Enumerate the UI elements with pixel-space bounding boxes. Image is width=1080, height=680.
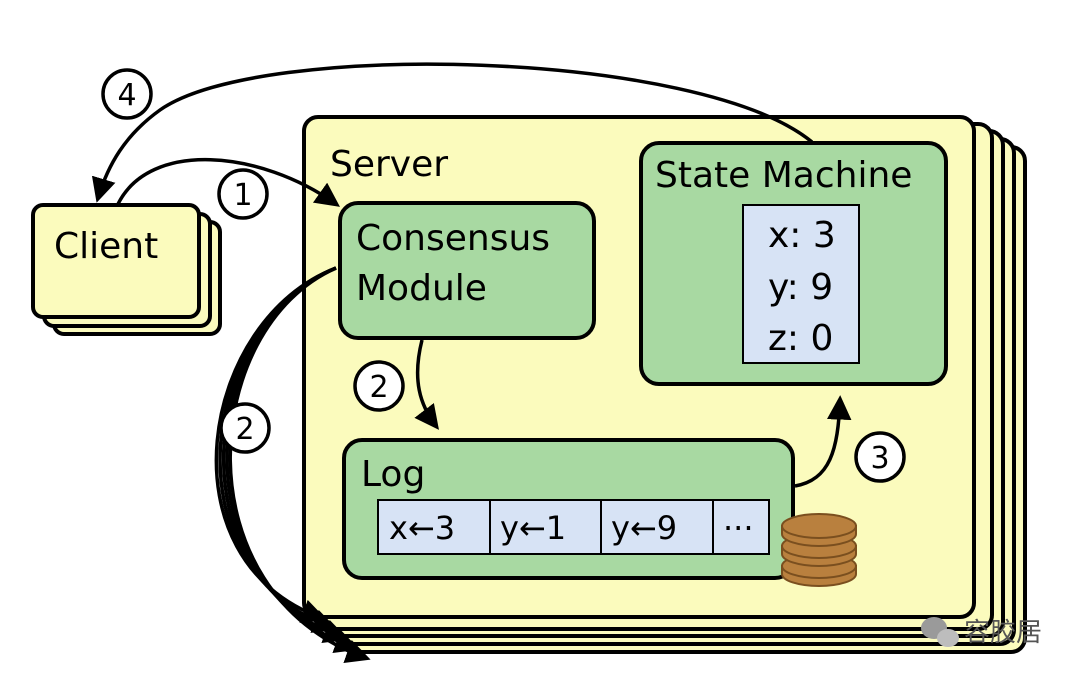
state-entry: y: 9 — [768, 267, 833, 308]
log-cell: y←1 — [500, 509, 566, 547]
arrow-4 — [91, 62, 814, 203]
wechat-icon — [921, 617, 959, 647]
state-machine[interactable]: State Machine x: 3 y: 9 z: 0 — [639, 141, 948, 386]
arrow-2 — [414, 339, 439, 430]
log-title: Log — [361, 454, 425, 495]
arrow-1 — [116, 157, 340, 207]
step-4-circle — [101, 68, 153, 120]
server-label: Server — [330, 144, 448, 185]
step-3-circle — [854, 431, 906, 483]
watermark: 容胶居 — [921, 617, 1042, 648]
step-2-replicate-label: 2 — [235, 412, 254, 447]
client-stack: Client — [31, 203, 222, 336]
consensus-module-box[interactable] — [338, 201, 596, 340]
step-2-label: 2 — [369, 370, 388, 405]
client-box[interactable] — [31, 203, 201, 319]
arrow-replicate — [228, 266, 371, 663]
step-markers: 4 1 2 2 3 — [101, 68, 906, 483]
state-entry: x: 3 — [768, 215, 836, 256]
log-cell: x←3 — [389, 509, 455, 547]
log-cell: y←9 — [611, 509, 677, 547]
consensus-module-line1: Consensus — [356, 218, 550, 259]
step-1-label: 1 — [233, 178, 252, 213]
client-label: Client — [54, 226, 158, 267]
state-machine-title: State Machine — [655, 155, 912, 196]
step-2-replicate-circle — [219, 402, 271, 454]
step-1-circle — [217, 168, 269, 220]
state-entry: z: 0 — [768, 318, 833, 359]
state-table — [742, 204, 860, 364]
log[interactable]: Log x←3 y←1 y←9 ··· — [342, 438, 795, 580]
step-2-circle — [353, 360, 405, 412]
consensus-module-line2: Module — [356, 268, 487, 309]
watermark-text: 容胶居 — [964, 618, 1042, 648]
log-cell: ··· — [723, 509, 754, 547]
step-3-label: 3 — [870, 441, 889, 476]
log-entries — [377, 499, 770, 555]
arrows — [91, 62, 852, 663]
consensus-module[interactable]: Consensus Module — [338, 201, 596, 340]
arrow-3 — [794, 395, 852, 488]
step-4-label: 4 — [117, 78, 136, 113]
disk-storage-icon — [781, 513, 857, 587]
